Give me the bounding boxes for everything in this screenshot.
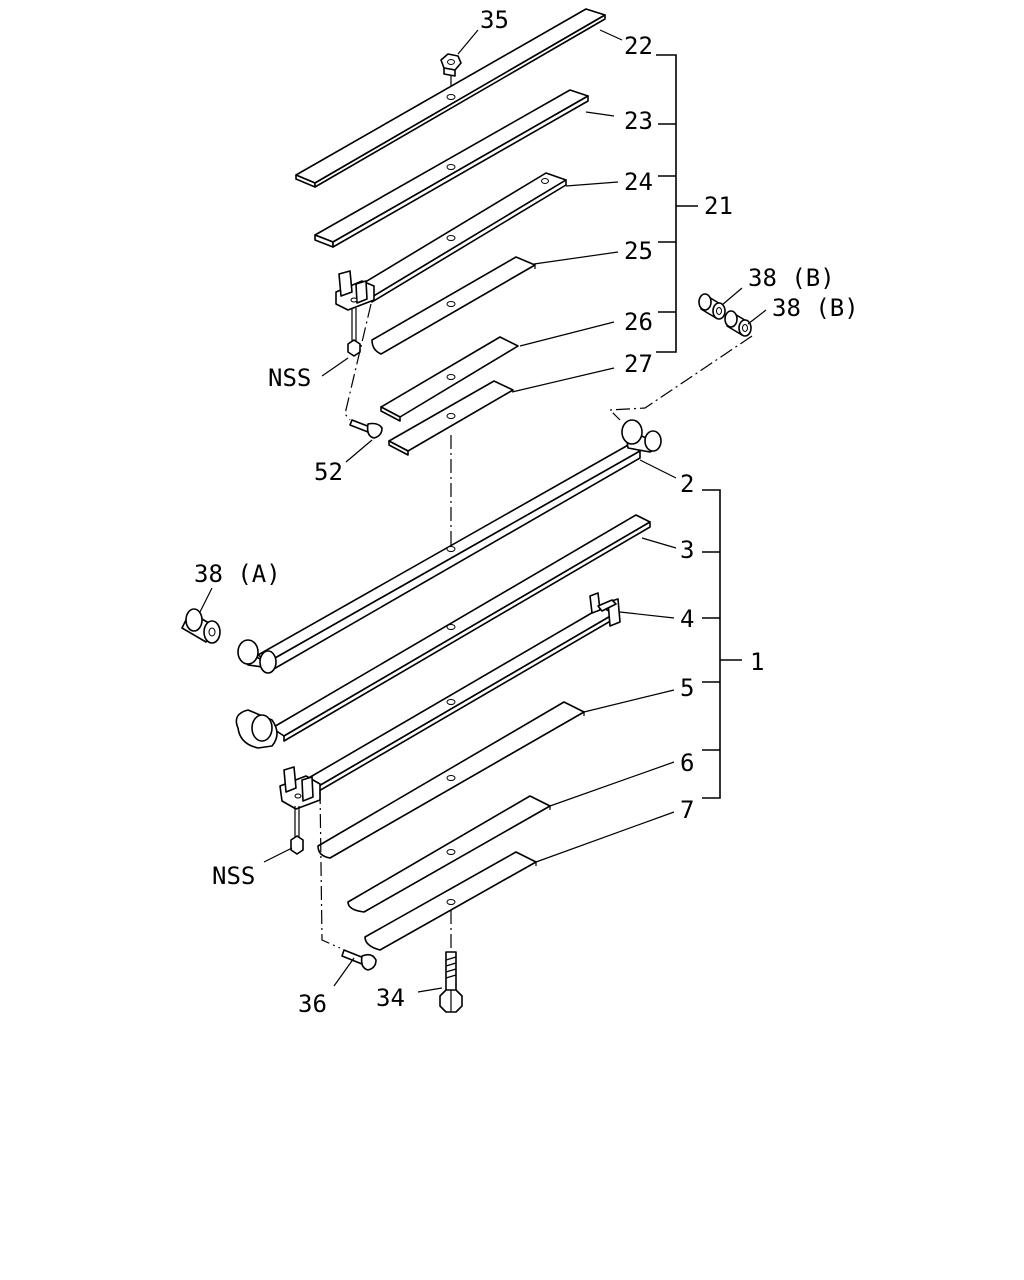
callout-38b-2: 38 (B) [772, 294, 859, 322]
callout-6: 6 [680, 749, 694, 777]
leader-lines [199, 29, 767, 993]
rebound-clip-lower [279, 766, 321, 810]
nut-35 [440, 53, 462, 95]
bracket-21 [656, 54, 698, 353]
rebound-clip-upper [335, 270, 375, 311]
callout-22: 22 [624, 32, 653, 60]
leaf-25 [371, 256, 536, 355]
callout-27: 27 [624, 350, 653, 378]
callout-38b-1: 38 (B) [748, 264, 835, 292]
bolt-36 [341, 949, 377, 971]
leaf-3 [235, 514, 651, 749]
bracket-1 [702, 489, 742, 799]
bolt-52 [349, 419, 383, 439]
nss-bolt-lower [290, 806, 304, 855]
callout-4: 4 [680, 605, 694, 633]
callout-nss-top: NSS [268, 364, 311, 392]
bushing-38a [181, 608, 221, 644]
center-bolt-34 [439, 951, 463, 1013]
callout-nss-bottom: NSS [212, 862, 255, 890]
leaf-27 [388, 380, 514, 456]
callout-2: 2 [680, 470, 694, 498]
bushing-38b-2 [724, 310, 752, 337]
callout-3: 3 [680, 536, 694, 564]
callout-34: 34 [376, 984, 405, 1012]
callout-23: 23 [624, 107, 653, 135]
leaf-5 [317, 701, 585, 859]
rebound-clip-right [589, 592, 621, 627]
callout-21: 21 [704, 192, 733, 220]
leaf-26 [380, 336, 519, 422]
callout-5: 5 [680, 674, 694, 702]
bushing-38b-1 [698, 293, 726, 320]
callout-24: 24 [624, 168, 653, 196]
callout-26: 26 [624, 308, 653, 336]
callout-38a: 38 (A) [194, 560, 281, 588]
leaf-23 [314, 89, 589, 248]
leaf-2-main [237, 419, 662, 674]
callout-1: 1 [750, 648, 764, 676]
callout-25: 25 [624, 237, 653, 265]
nss-bolt-upper [347, 308, 361, 357]
leaf-24 [351, 172, 567, 303]
callout-36: 36 [298, 990, 327, 1018]
callout-7: 7 [680, 796, 694, 824]
callout-35: 35 [480, 6, 509, 34]
callout-52: 52 [314, 458, 343, 486]
leaf-22 [295, 8, 606, 188]
